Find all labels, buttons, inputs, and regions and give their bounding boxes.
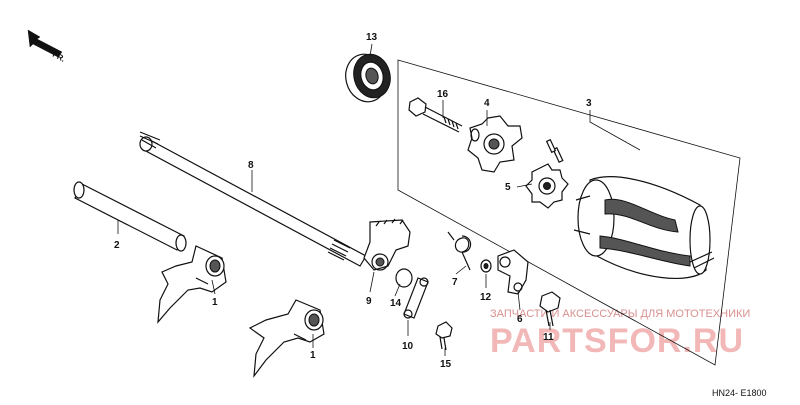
shift-fork-lower — [248, 299, 325, 379]
callout-4: 4 — [484, 98, 490, 109]
callout-6: 6 — [517, 314, 523, 325]
assembly-outline — [397, 59, 741, 366]
callout-10: 10 — [402, 341, 414, 352]
stopper-plate — [467, 115, 523, 173]
washer — [480, 259, 492, 273]
circlip — [395, 268, 413, 288]
callout-14: 14 — [390, 298, 402, 309]
front-label: FR. — [51, 50, 67, 64]
callout-7: 7 — [452, 277, 458, 288]
callout-labels: 13 16 4 3 5 8 2 1 1 9 14 10 15 7 12 6 11 — [114, 32, 592, 370]
return-spring — [447, 231, 472, 271]
small-bolt — [435, 321, 453, 351]
shift-drum — [573, 176, 715, 279]
diagram-code: HN24- E1800 — [712, 388, 767, 398]
callout-15: 15 — [440, 359, 452, 370]
watermark-tagline: ЗАПЧАСТИ И АКСЕССУАРЫ ДЛЯ МОТОТЕХНИКИ — [490, 308, 750, 320]
callout-9: 9 — [366, 296, 372, 307]
star-gear — [525, 138, 569, 209]
watermark-brand: PARTSFOR.RU — [490, 322, 744, 360]
callout-1-lower: 1 — [310, 350, 316, 361]
stopper-arm — [497, 249, 529, 295]
callout-11: 11 — [543, 332, 554, 343]
front-arrow: FR. — [27, 29, 67, 64]
shift-fork-upper — [157, 245, 227, 324]
callout-3: 3 — [586, 98, 592, 109]
gearshift-arm — [363, 218, 411, 271]
leader-lines — [117, 43, 641, 356]
strap-plate — [403, 277, 429, 319]
callout-13: 13 — [366, 32, 378, 43]
watermark: PARTSFOR.RU ЗАПЧАСТИ И АКСЕССУАРЫ ДЛЯ МО… — [490, 308, 750, 360]
bolt — [408, 97, 463, 133]
fork-rod — [73, 181, 187, 252]
callout-12: 12 — [480, 292, 492, 303]
shift-shaft — [139, 131, 367, 267]
callout-5: 5 — [505, 182, 511, 193]
bearing — [345, 53, 391, 103]
callout-16: 16 — [437, 89, 449, 100]
arrow-icon — [27, 29, 63, 58]
callout-2: 2 — [114, 240, 120, 251]
callout-1-upper: 1 — [212, 297, 218, 308]
stopper-bolt — [539, 291, 561, 327]
callout-8: 8 — [248, 160, 254, 171]
